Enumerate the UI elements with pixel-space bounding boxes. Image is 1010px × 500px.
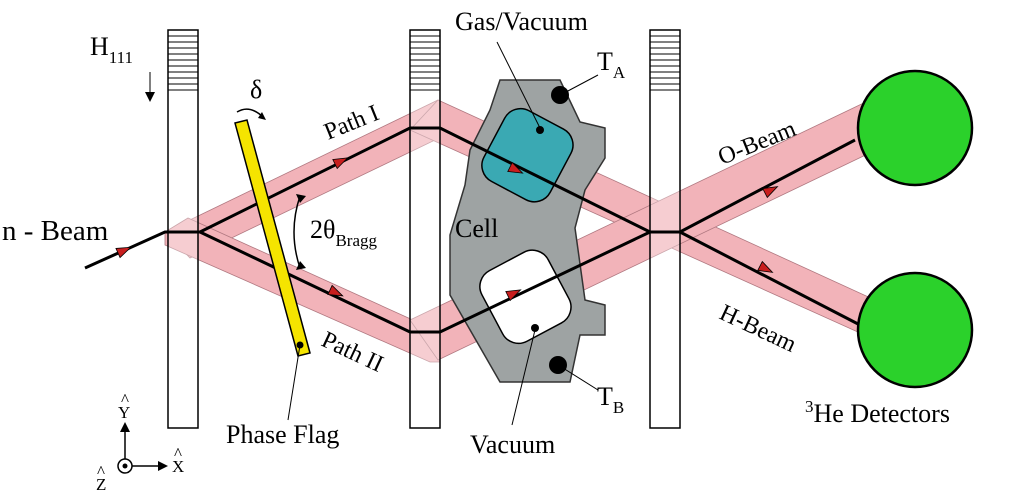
t-b-leader (562, 367, 599, 391)
axis-x-arrowhead (158, 461, 168, 471)
bragg-angle-indicator (293, 194, 306, 270)
vacuum-leader (511, 329, 536, 426)
crystal-slab-3 (649, 29, 681, 429)
arrow-h-beam (757, 260, 774, 273)
axis-x-hat: ^ (174, 444, 182, 463)
t-a-label: TA (597, 47, 626, 82)
thermometer-a (551, 86, 569, 104)
axis-y-label: Y (118, 403, 130, 422)
axis-y-arrowhead (120, 422, 130, 432)
gas-vacuum-leader (496, 41, 541, 129)
h-beam-detector (856, 271, 974, 389)
path-1-line (199, 126, 856, 234)
cell-label: Cell (455, 214, 498, 243)
arrow-path-2 (327, 284, 344, 297)
h-beam-label: H-Beam (715, 300, 800, 358)
he-detectors-label: 3He Detectors (805, 397, 950, 428)
gas-chamber (481, 107, 574, 203)
axis-z-label: Z (96, 475, 106, 494)
n-beam-label: n - Beam (2, 215, 109, 247)
crystal-slab-2 (409, 29, 441, 429)
coordinate-axes (117, 422, 168, 474)
o-beam-detector (856, 69, 974, 187)
arrow-o-beam (762, 186, 779, 199)
axis-y-hat: ^ (121, 390, 129, 409)
phase-flag-label: Phase Flag (226, 420, 339, 449)
arrow-cell-2 (505, 289, 522, 302)
gas-vacuum-label: Gas/Vacuum (455, 7, 588, 36)
phase-flag-leader (287, 344, 301, 421)
bragg-angle-label: 2θBragg (310, 215, 378, 250)
phase-flag (234, 108, 311, 421)
arrow-cell-1 (507, 161, 524, 174)
h111-label: H111 (90, 32, 133, 67)
axis-x-label: X (172, 457, 184, 476)
h111-arrow-head (145, 92, 155, 102)
sample-cell (449, 79, 606, 383)
vacuum-chamber-center-dot (531, 324, 539, 332)
thermometer-b (549, 356, 567, 374)
incoming-beam-line (84, 230, 200, 270)
axis-z-dot (122, 463, 128, 469)
axis-z-hat: ^ (97, 462, 105, 481)
t-b-label: TB (597, 382, 624, 417)
vacuum-chamber (479, 249, 572, 345)
crystal-slab-1 (167, 29, 199, 429)
arrow-path-1 (332, 157, 349, 170)
vacuum-label: Vacuum (470, 430, 555, 459)
beam-lines (84, 126, 861, 334)
delta-label: δ (250, 75, 262, 104)
t-a-leader (565, 74, 599, 93)
leader-lines (149, 41, 599, 426)
path-2-line (199, 230, 651, 334)
h-beam-line (679, 230, 861, 327)
arrow-incoming (115, 246, 132, 259)
direction-arrows (115, 157, 779, 302)
gas-chamber-center-dot (536, 126, 544, 134)
